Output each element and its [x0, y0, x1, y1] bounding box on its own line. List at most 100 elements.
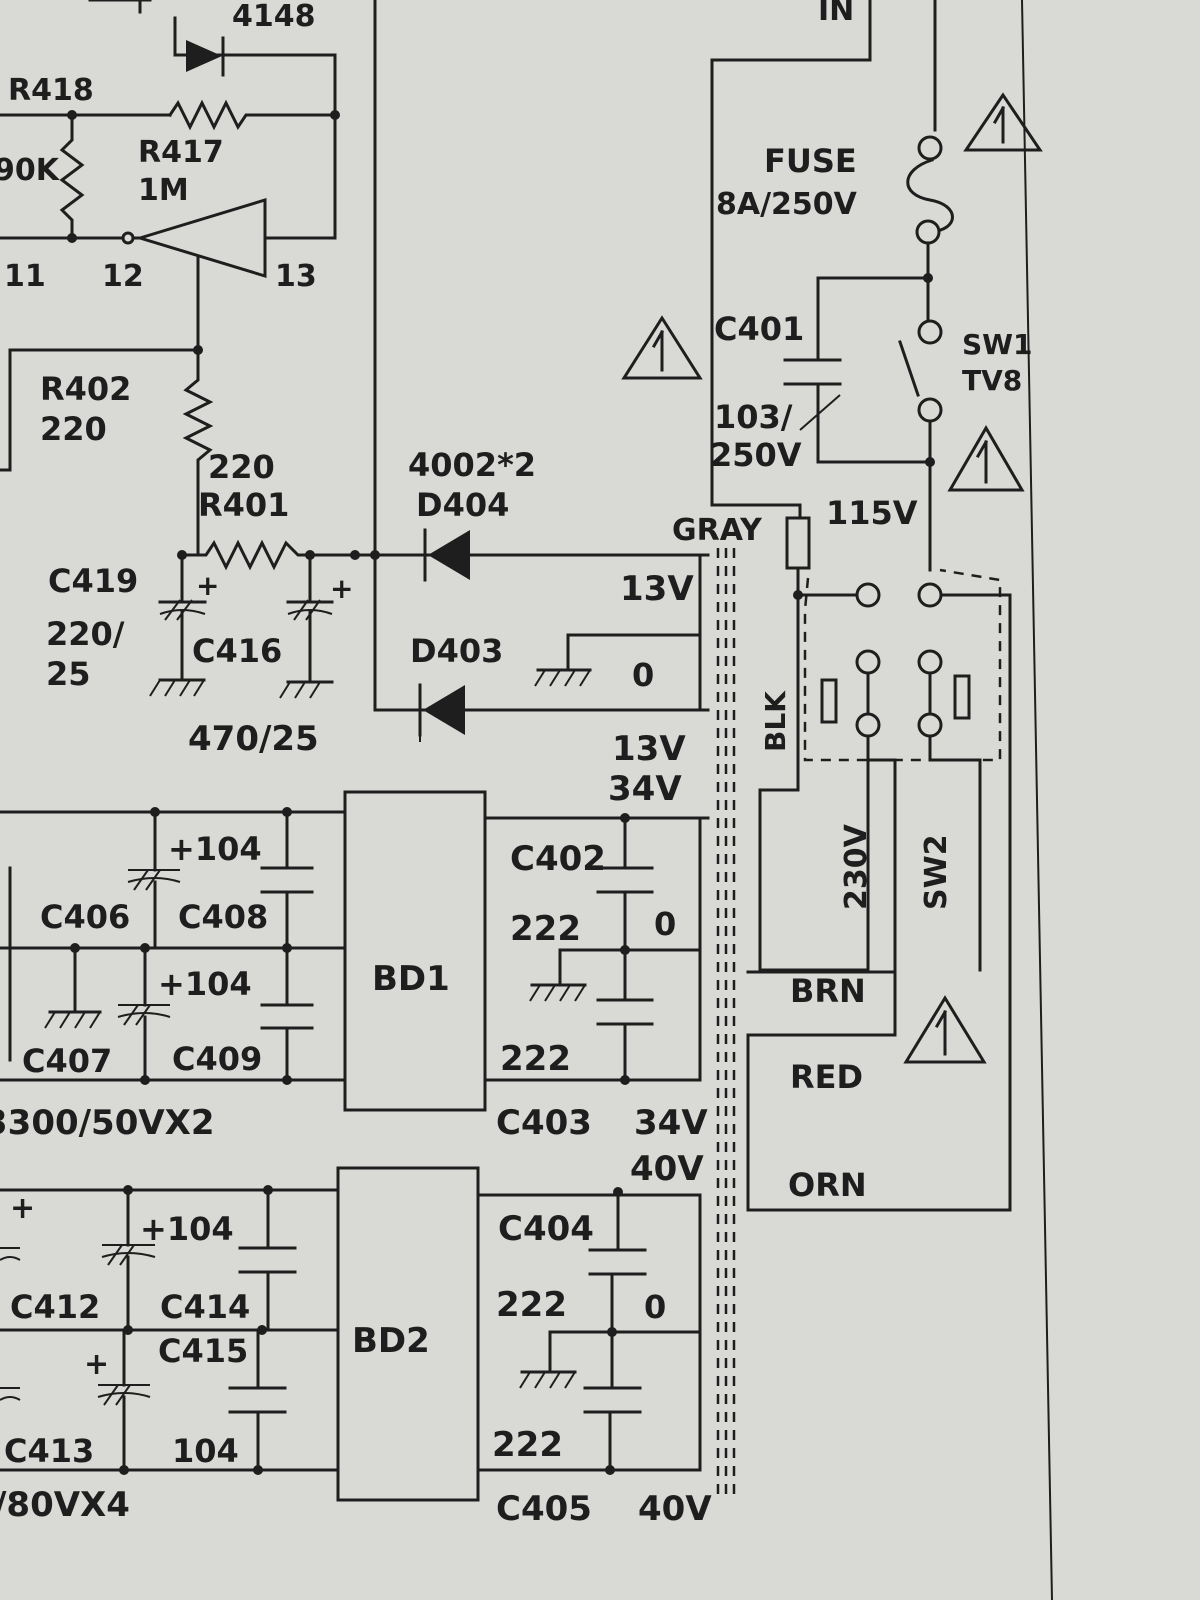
opamp-symbol [134, 197, 267, 279]
r418-label: R418 [8, 73, 94, 108]
sw1-lever [898, 340, 920, 397]
c402-label: C402 [510, 839, 606, 879]
low-voltage-rectifier: 4002*2 D404 D403 13V 0 13V 34V [373, 446, 710, 809]
v34-mid-label: 34V [608, 769, 682, 809]
d404-part-label: 4002*2 [408, 446, 536, 484]
r402-value: 220 [40, 410, 107, 448]
c415-value: 104 [172, 1432, 239, 1470]
bd2-group-rating: /80VX4 [0, 1485, 130, 1525]
mains-input: IN FUSE 8A/250V C401 103/ 250V SW1 TV8 1… [621, 0, 1043, 1064]
v34-low-label: 34V [634, 1103, 708, 1143]
resistor-r418-symbol [59, 113, 85, 240]
c419-label: C419 [48, 562, 138, 600]
in-label: IN [818, 0, 854, 28]
sw2-label: SW2 [919, 834, 954, 910]
r418-value: 90K [0, 153, 61, 188]
diode-4148-label: 4148 [232, 0, 316, 34]
brn-wire-label: BRN [790, 972, 866, 1010]
warning-icon [903, 995, 987, 1064]
bd2-label: BD2 [352, 1321, 430, 1361]
bd1-label: BD1 [372, 959, 450, 999]
blk-wire-label: BLK [759, 690, 792, 752]
bd2-plus-c413: + [84, 1347, 109, 1382]
gray-lead-block [785, 516, 811, 570]
v40-bottom-label: 40V [638, 1489, 712, 1529]
bd1-section: BD1 C406 C408 +104 +104 C407 [0, 790, 710, 1189]
sw1-label: SW1 [962, 328, 1033, 361]
sw1-terminal-top [917, 319, 943, 345]
r402-label: R402 [40, 370, 131, 408]
c401-value-b: 250V [710, 436, 802, 474]
r401-value: 220 [208, 448, 275, 486]
warning-icon [621, 315, 703, 380]
v13-top-label: 13V [620, 569, 694, 609]
bd1-bridge [343, 790, 487, 1112]
diode-d403-symbol [423, 685, 465, 735]
c416-label: C416 [192, 632, 282, 670]
diode-d404-symbol [428, 530, 470, 580]
bd2-plus-left: + [10, 1191, 35, 1226]
c401-label: C401 [714, 310, 804, 348]
c409-label: C409 [172, 1040, 262, 1078]
v115-label: 115V [826, 494, 918, 532]
v0-top-label: 0 [632, 656, 654, 694]
fuse-rating-label: 8A/250V [716, 187, 858, 222]
c408-value: +104 [168, 830, 262, 868]
c404-value: 222 [496, 1285, 567, 1325]
sw2-voltage-selector: 230V SW2 BRN RED ORN [746, 568, 1012, 1212]
c416-value: 470/25 [188, 719, 319, 759]
warning-icon [963, 92, 1043, 152]
c419-value-b: 25 [46, 655, 91, 693]
transformer-windings: GRAY BLK [672, 513, 792, 1500]
pin-13-label: 13 [275, 259, 317, 294]
v0-bd2-label: 0 [644, 1288, 666, 1326]
c412-label: C412 [10, 1288, 100, 1326]
c419-plus: + [196, 569, 219, 602]
pin-12-label: 12 [102, 259, 144, 294]
r417-value: 1M [138, 173, 189, 208]
r401-label: R401 [198, 486, 289, 524]
d403-label: D403 [410, 632, 503, 670]
v0-bd1-label: 0 [654, 905, 676, 943]
c408-label: C408 [178, 898, 268, 936]
c414-value: +104 [140, 1210, 234, 1248]
fuse-label: FUSE [764, 142, 857, 180]
v230-label: 230V [839, 823, 874, 910]
c413-label: C413 [4, 1432, 94, 1470]
c405-label: C405 [496, 1489, 592, 1529]
c405-value: 222 [492, 1425, 563, 1465]
c402-value: 222 [510, 909, 581, 949]
c403-value: 222 [500, 1039, 571, 1079]
diode-4148-symbol [186, 40, 222, 72]
orn-wire-label: ORN [788, 1166, 867, 1204]
r417-label: R417 [138, 135, 224, 170]
resistor-r401-symbol [180, 539, 432, 571]
v13-mid-label: 13V [612, 729, 686, 769]
c404-label: C404 [498, 1209, 594, 1249]
v40-top-label: 40V [630, 1149, 704, 1189]
c416-plus: + [330, 572, 353, 605]
resistor-r417-symbol [167, 99, 337, 131]
red-wire-label: RED [790, 1058, 863, 1096]
sw1-terminal-bottom [917, 397, 943, 423]
pin-11-label: 11 [4, 259, 46, 294]
paper-edge [1021, 0, 1053, 1600]
d404-label: D404 [416, 486, 509, 524]
feedback-network: 4148 R418 90K R417 1M 11 12 13 [0, 0, 340, 352]
c406-label: C406 [40, 898, 130, 936]
c407-label: C407 [22, 1042, 112, 1080]
c414-label: C414 [160, 1288, 250, 1326]
bd2-bridge [336, 1166, 480, 1502]
c419-value-a: 220/ [46, 615, 125, 653]
c409-value: +104 [158, 965, 252, 1003]
warning-icon [947, 425, 1025, 492]
c403-label: C403 [496, 1103, 592, 1143]
sw1-type-label: TV8 [962, 364, 1022, 397]
c415-label: C415 [158, 1332, 248, 1370]
c401-value-a: 103/ [714, 398, 793, 436]
fuse-symbol [906, 158, 954, 234]
bd2-section: BD2 + + C412 C414 +104 C415 C413 104 [0, 1166, 712, 1529]
bd1-group-rating: 3300/50VX2 [0, 1103, 215, 1143]
regulator-network: R402 220 220 R401 C419 + 220/ 25 C416 + … [0, 345, 432, 759]
